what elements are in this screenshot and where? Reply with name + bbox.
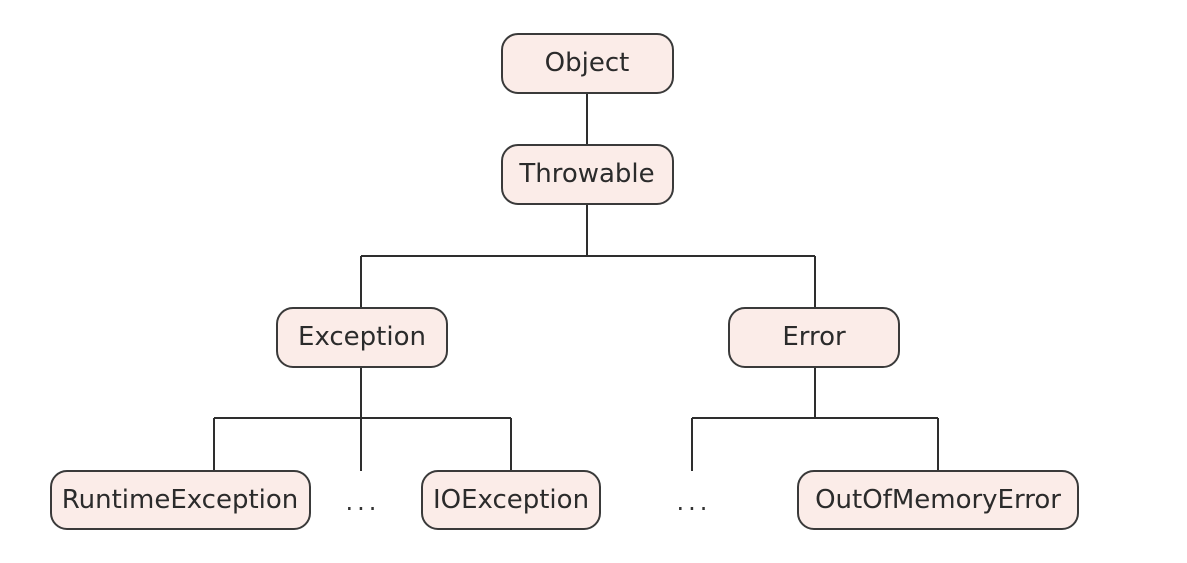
edges: [213, 93, 939, 471]
node-error-label: Error: [782, 322, 846, 352]
exception-more-ellipsis: ...: [346, 488, 381, 516]
node-throwable-label: Throwable: [518, 159, 654, 189]
node-exception-label: Exception: [298, 322, 426, 352]
node-object-label: Object: [545, 48, 630, 78]
node-throwable: Throwable: [501, 144, 674, 205]
node-outofmemoryerror: OutOfMemoryError: [797, 470, 1079, 530]
node-error: Error: [728, 307, 900, 368]
node-exception: Exception: [276, 307, 448, 368]
node-object: Object: [501, 33, 674, 94]
error-more-ellipsis: ...: [677, 488, 712, 516]
node-outofmemoryerror-label: OutOfMemoryError: [815, 485, 1061, 515]
node-ioexception: IOException: [421, 470, 601, 530]
node-runtimeexception: RuntimeException: [50, 470, 311, 530]
node-runtimeexception-label: RuntimeException: [62, 485, 299, 515]
node-ioexception-label: IOException: [433, 485, 589, 515]
